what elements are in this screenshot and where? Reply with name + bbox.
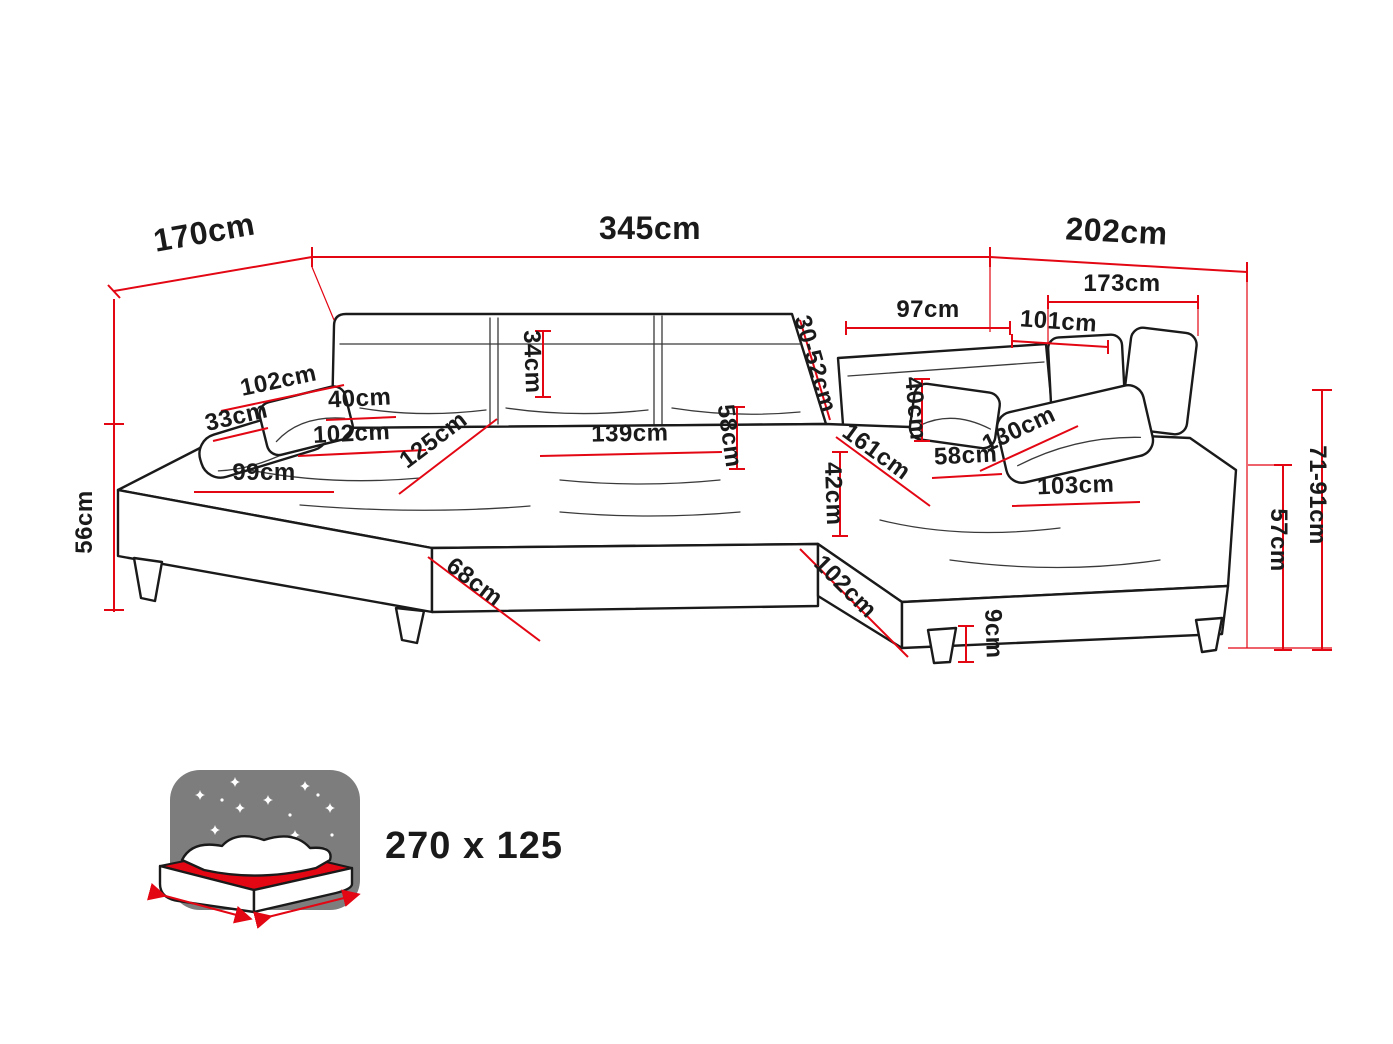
dimension-lines bbox=[104, 247, 1332, 663]
leg-front-left bbox=[132, 556, 164, 603]
right-pillow bbox=[908, 382, 1001, 450]
dim-left-pillow-width: 40cm bbox=[327, 383, 392, 413]
dim-backrest-height: 34cm bbox=[518, 330, 547, 394]
dimension-extension-lines bbox=[311, 266, 1332, 649]
width-arrow bbox=[146, 882, 253, 924]
dim-left-front-width: 99cm bbox=[232, 459, 295, 486]
depth-arrow bbox=[253, 889, 361, 929]
dim-right-pillow-width: 40cm bbox=[899, 376, 931, 442]
dim-overall-height-range: 71-91cm bbox=[1304, 445, 1331, 545]
dim-right-depth: 202cm bbox=[1065, 210, 1169, 251]
leg-right-inner bbox=[926, 626, 958, 665]
dim-left-depth: 170cm bbox=[151, 206, 258, 259]
base-right bbox=[900, 584, 1230, 650]
duvet bbox=[180, 834, 332, 877]
sleeping-function-icon bbox=[146, 770, 361, 929]
dim-seat-height: 56cm bbox=[71, 490, 98, 553]
leg-right-outer bbox=[1194, 616, 1224, 654]
dim-middle-seat-width: 139cm bbox=[591, 419, 669, 447]
dim-total-width: 345cm bbox=[599, 210, 701, 246]
dim-right-seat-length: 103cm bbox=[1037, 471, 1115, 501]
dim-right-inner-length: 173cm bbox=[1083, 270, 1160, 297]
dim-corner-back-width: 101cm bbox=[1019, 305, 1098, 337]
dim-side-height: 57cm bbox=[1265, 508, 1292, 571]
right-back-cushion bbox=[995, 384, 1155, 484]
dimension-main-lines bbox=[113, 256, 1323, 662]
dim-seat-cushion-height: 42cm bbox=[819, 462, 848, 526]
leg-left-chaise bbox=[394, 606, 426, 645]
sofa-line-art bbox=[116, 312, 1238, 665]
dim-back-section-width: 97cm bbox=[896, 296, 959, 323]
dim-left-seat-depth: 102cm bbox=[312, 418, 391, 449]
sleeping-size-label: 270 x 125 bbox=[385, 825, 563, 867]
dim-right-seat-depth: 58cm bbox=[933, 440, 998, 470]
main-backrest bbox=[330, 312, 828, 430]
base-middle bbox=[430, 542, 820, 614]
dimension-tick-marks bbox=[104, 247, 1332, 663]
dim-leg-height: 9cm bbox=[979, 609, 1008, 659]
